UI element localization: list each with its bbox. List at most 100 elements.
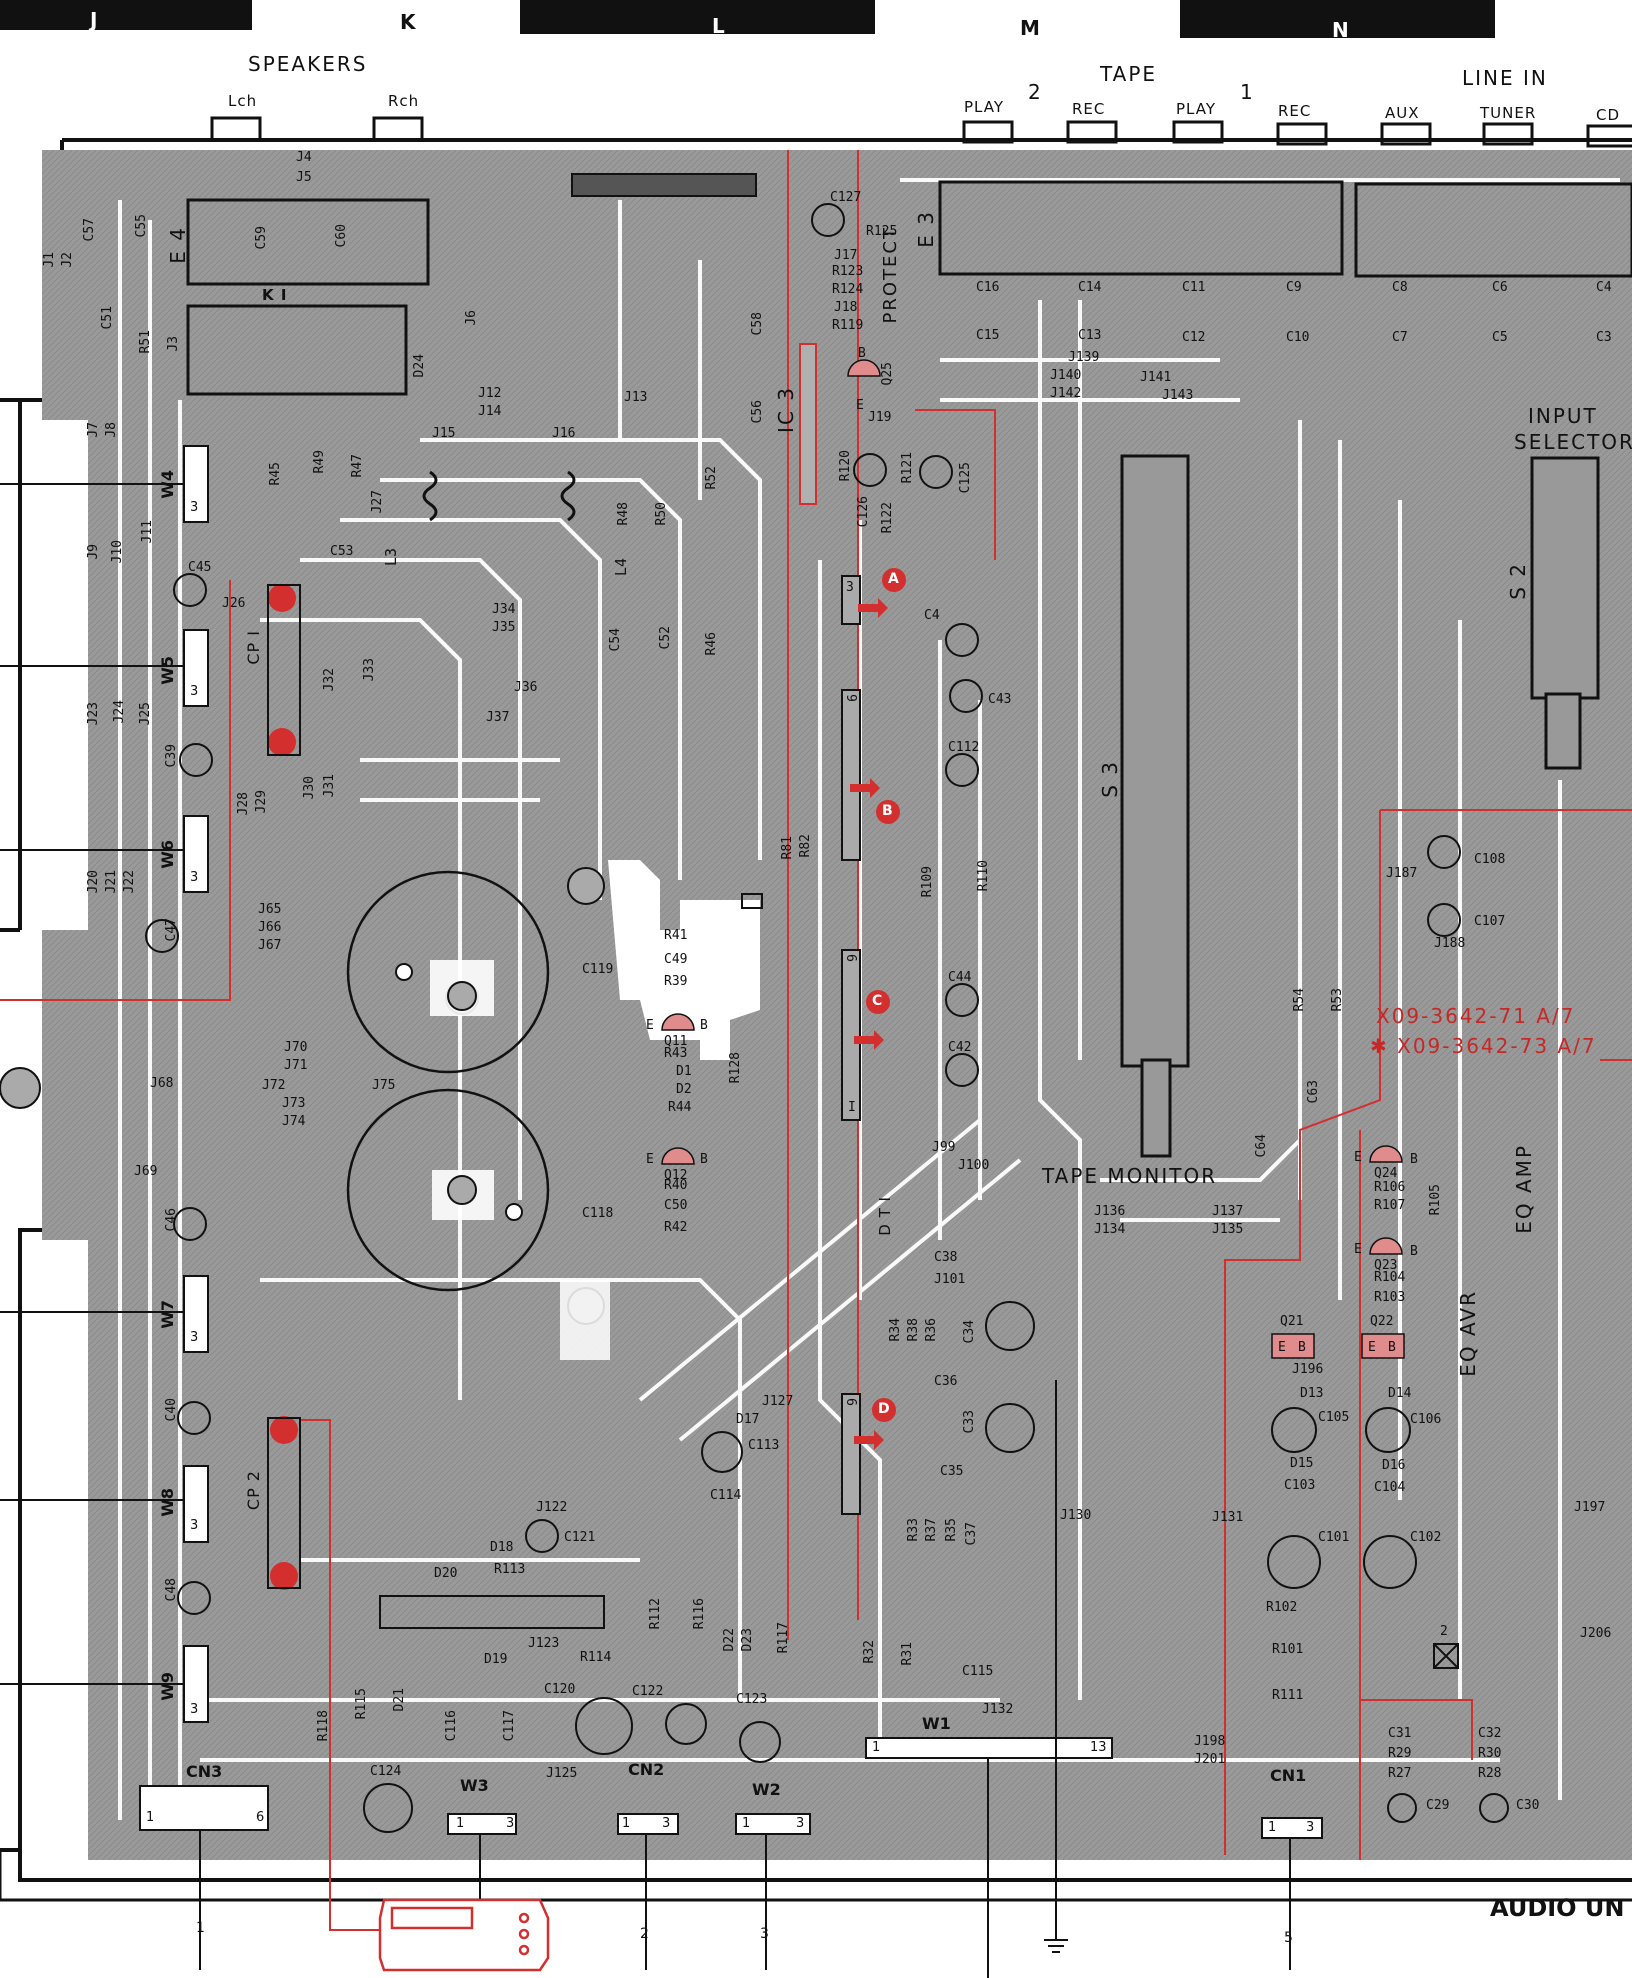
r37-label: R37 — [924, 1518, 939, 1542]
tape-jack-rec-2: REC — [1072, 100, 1106, 118]
j23-label: J23 — [86, 702, 101, 726]
e3-label: E 3 — [914, 210, 938, 248]
tape-monitor-label: TAPE MONITOR — [1042, 1164, 1218, 1188]
j139-label: J139 — [1068, 350, 1100, 365]
l3-label: L3 — [382, 548, 400, 567]
d14-label: D14 — [1388, 1386, 1412, 1401]
d22-label: D22 — [722, 1628, 737, 1652]
j16-label: J16 — [552, 426, 576, 441]
r115-label: R115 — [354, 1688, 369, 1720]
j130-label: J130 — [1060, 1508, 1092, 1523]
c39-label: C39 — [164, 744, 179, 768]
input-selector-block-2 — [1354, 182, 1632, 278]
j134-label: J134 — [1094, 1222, 1126, 1237]
red-region-lines — [0, 150, 1632, 1931]
j15-label: J15 — [432, 426, 456, 441]
c11-label: C11 — [1182, 280, 1206, 295]
j36-label: J36 — [514, 680, 538, 695]
marker-b: B — [882, 803, 893, 819]
j210-label: J198 — [1194, 1734, 1226, 1749]
connector-cn3-pin-end: 6 — [256, 1810, 265, 1825]
j70-label: J70 — [284, 1040, 308, 1055]
r119-label: R119 — [832, 318, 864, 333]
j71-label: J71 — [284, 1058, 308, 1073]
c8-label: C8 — [1392, 280, 1408, 295]
r48-label: R48 — [616, 502, 631, 526]
c105-label: C105 — [1318, 1410, 1350, 1425]
tape-label: TAPE — [1100, 62, 1158, 86]
c30-label: C30 — [1516, 1798, 1540, 1813]
c43-label: C43 — [988, 692, 1012, 707]
r38-label: R38 — [906, 1318, 921, 1342]
j137-label: J137 — [1212, 1204, 1244, 1219]
r128-label: R128 — [728, 1052, 743, 1084]
connector-cn3-label: CN3 — [186, 1762, 223, 1781]
c64-label: C64 — [1254, 1134, 1269, 1158]
board-cutout — [608, 860, 760, 1060]
d23-label: D23 — [740, 1628, 755, 1652]
c9-label: C9 — [1286, 280, 1302, 295]
j8-label: J8 — [104, 422, 119, 438]
r120-label: R120 — [838, 450, 853, 482]
c102-label: C102 — [1410, 1530, 1442, 1545]
line-in-label: LINE IN — [1462, 66, 1548, 90]
q11-label: Q11 — [664, 1034, 688, 1049]
r116-label: R116 — [692, 1598, 707, 1630]
c104-label: C104 — [1374, 1480, 1406, 1495]
c44-label: C44 — [948, 970, 972, 985]
q24-b: B — [1410, 1152, 1418, 1167]
cable-number-5: 5 — [1284, 1930, 1293, 1946]
j73-label: J73 — [282, 1096, 306, 1111]
r47-label: R47 — [350, 454, 365, 478]
q25-label: Q25 — [880, 362, 895, 386]
d16-label: D16 — [1382, 1458, 1406, 1473]
j65-label: J65 — [258, 902, 282, 917]
header-block-1 — [0, 0, 252, 30]
marker-d: D — [878, 1401, 890, 1417]
r32-label: R32 — [862, 1640, 877, 1664]
r113-label: R113 — [494, 1562, 526, 1577]
d24-label: D24 — [412, 354, 427, 378]
d18-label: D18 — [490, 1540, 514, 1555]
connector-w2-pin-end: 3 — [796, 1816, 805, 1831]
r42-label: R42 — [664, 1220, 688, 1235]
tape-jack-rec-1: REC — [1278, 102, 1312, 120]
switch-s2 — [1530, 456, 1600, 700]
c50-label: C50 — [664, 1198, 688, 1213]
connector-w9-pins: 3 — [190, 1702, 199, 1717]
c122-label: C122 — [632, 1684, 664, 1699]
r106-label: R106 — [1374, 1180, 1406, 1195]
c51-label: C51 — [100, 306, 115, 330]
j214-label: J206 — [1580, 1626, 1612, 1641]
c4b-label: C4 — [1596, 280, 1612, 295]
c124-label: C124 — [370, 1764, 402, 1779]
j135-label: J135 — [1212, 1222, 1244, 1237]
cap-c118 — [346, 1088, 550, 1292]
variant-label-73: ✱ X09-3642-73 A/7 — [1370, 1034, 1597, 1058]
ic-pin-1: I — [848, 1100, 856, 1115]
r111-label: R111 — [1272, 1688, 1304, 1703]
j206-label: J197 — [1574, 1500, 1606, 1515]
connector-w2-pin-start: 1 — [742, 1816, 751, 1831]
c10-label: C10 — [1286, 330, 1310, 345]
c118-label: C118 — [582, 1206, 614, 1221]
r117-label: R117 — [776, 1622, 791, 1654]
q25-e: E — [856, 398, 864, 413]
c3-label: C3 — [1596, 330, 1612, 345]
r30-label: R30 — [1478, 1746, 1502, 1761]
bottom-cables — [199, 1380, 1291, 1978]
j18-label: J18 — [834, 300, 858, 315]
j21-label: J21 — [104, 870, 119, 894]
connector-cn1-pin-end: 3 — [1306, 1820, 1315, 1835]
j37-label: J37 — [486, 710, 510, 725]
grid-letter-l: L — [712, 14, 725, 38]
r44-label: R44 — [668, 1100, 692, 1115]
q24-e: E — [1354, 1150, 1362, 1165]
j2-label: J2 — [60, 252, 75, 268]
c107-label: C107 — [1474, 914, 1506, 929]
c52-label: C52 — [658, 626, 673, 650]
c45-label: C45 — [188, 560, 212, 575]
ic-pin-9: 9 — [846, 954, 861, 962]
c16-label: C16 — [976, 280, 1000, 295]
j125-label: J125 — [546, 1766, 578, 1781]
